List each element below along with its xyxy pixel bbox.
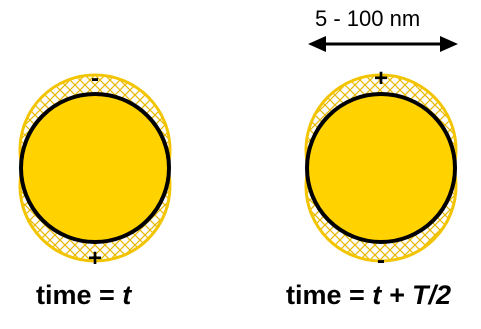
caption-left-prefix: time = [36,280,123,310]
caption-right: time = t + T/2 [286,280,451,316]
right-particle: + - [304,65,458,274]
caption-right-prefix: time = [286,280,373,310]
left-top-sign: - [91,65,99,92]
right-particle-core [305,92,457,244]
right-bottom-sign: - [377,247,385,274]
scale-arrow-right-head [440,36,458,52]
scale-arrow [308,36,458,52]
scale-arrow-left-head [308,36,326,52]
caption-left: time = t [36,280,131,316]
left-particle: - + [18,65,172,272]
caption-right-variable: t + T/2 [372,280,452,310]
left-bottom-sign: + [88,245,102,272]
left-particle-core [19,92,171,244]
scale-label: 5 - 100 nm [315,6,421,31]
right-top-sign: + [374,65,388,92]
caption-left-variable: t [122,280,132,310]
